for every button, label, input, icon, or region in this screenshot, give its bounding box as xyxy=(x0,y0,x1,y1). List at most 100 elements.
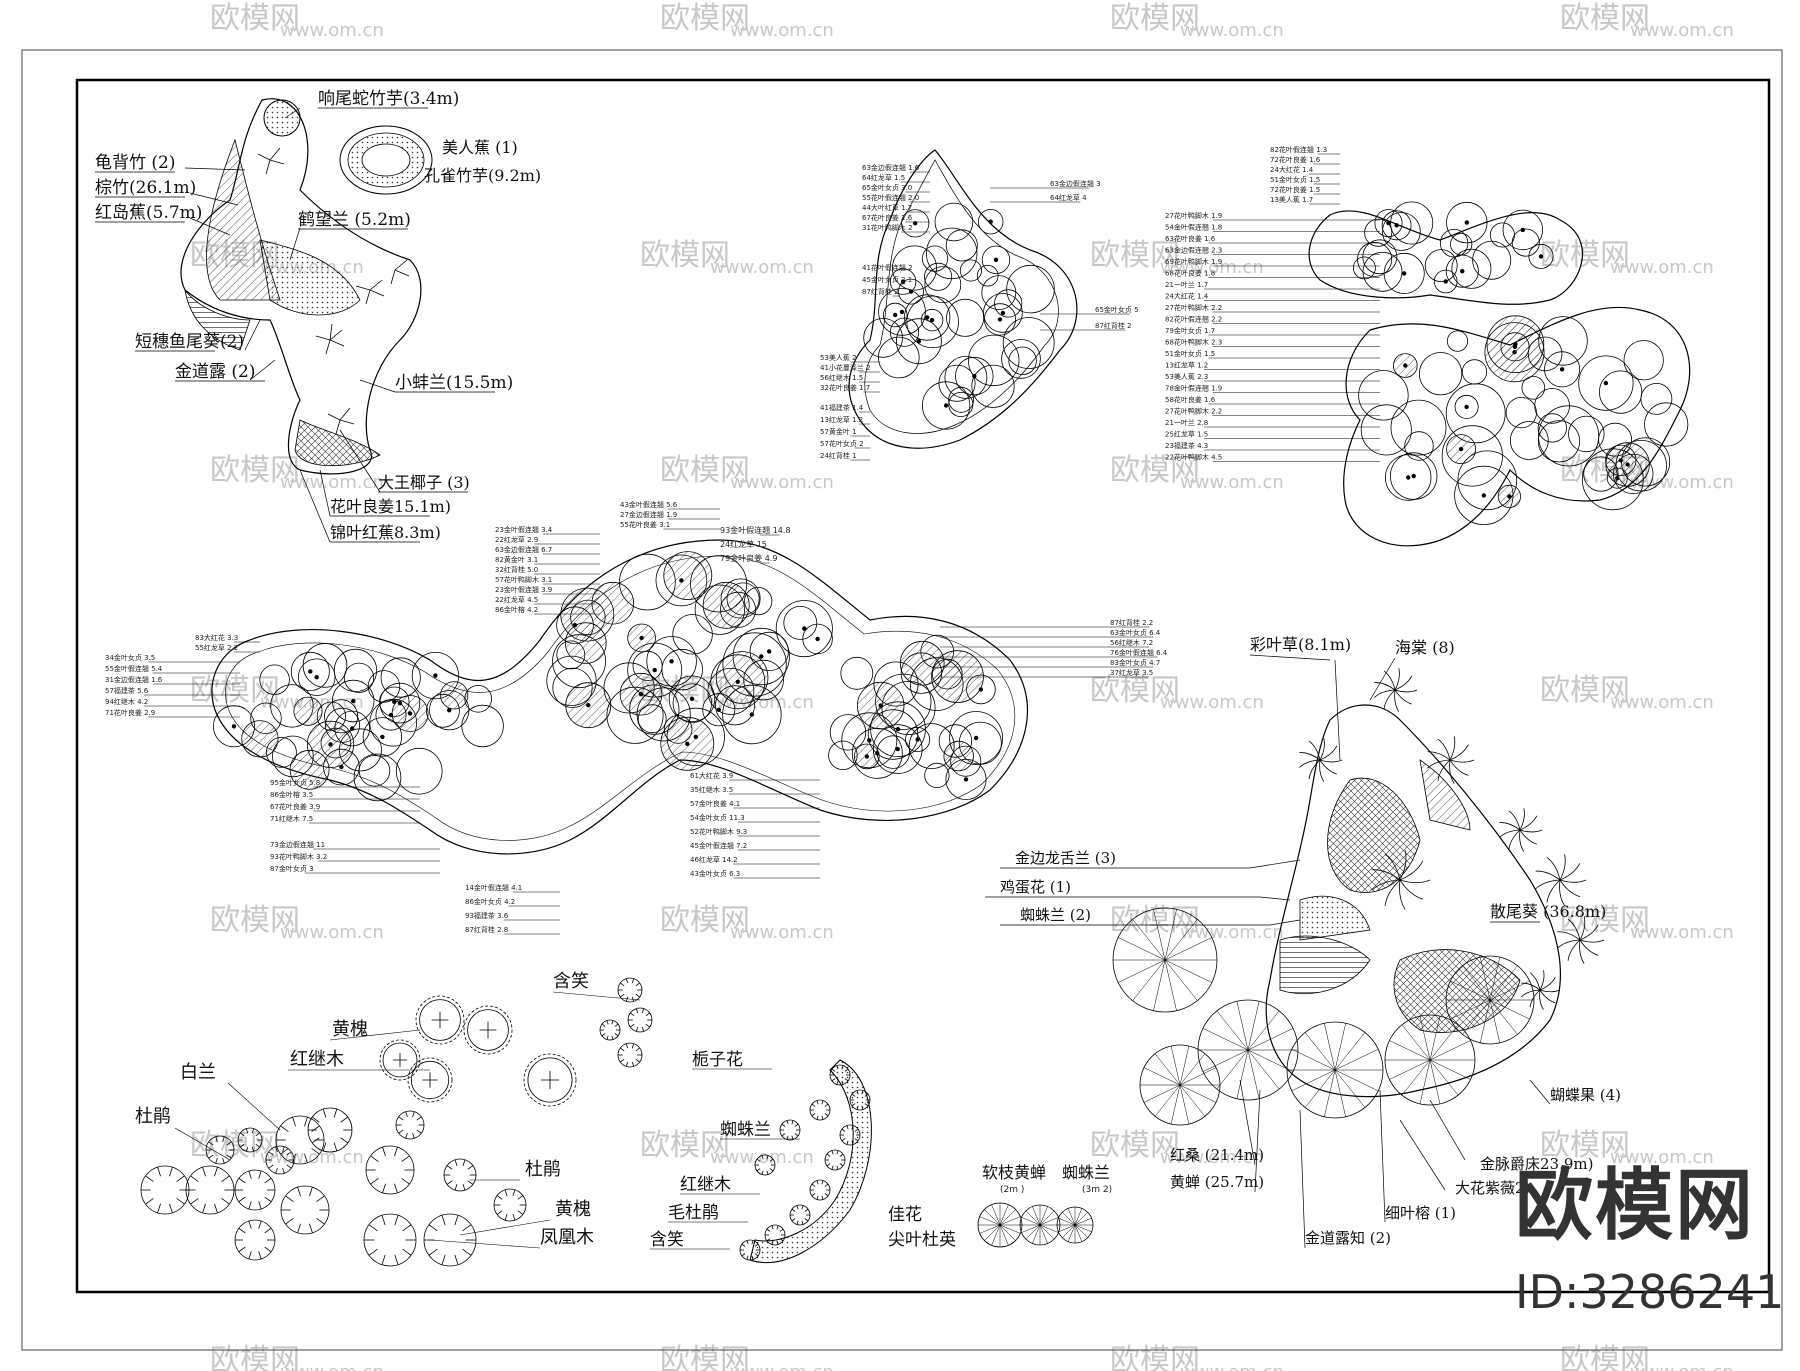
bottom-middle-label: 蜘蛛兰 xyxy=(720,1120,771,1140)
shrub-circle xyxy=(900,652,943,694)
shrub-circle xyxy=(896,318,942,365)
palm-frond xyxy=(1559,854,1566,881)
plant-code-label: 27花叶鸭脚木 2.2 xyxy=(1165,407,1222,416)
plant-code-label: 87红背桂 2.2 xyxy=(1110,618,1153,627)
palm-frond xyxy=(1319,745,1338,761)
plant-code-label: 41福建茶 1.4 xyxy=(820,403,864,412)
watermark-site: www.om.cn xyxy=(260,1147,364,1168)
shrub-circle xyxy=(1461,359,1488,385)
shrub-circle xyxy=(978,208,1004,235)
shrub-circle xyxy=(994,289,1023,318)
palm-frond xyxy=(1535,870,1561,881)
tree-canopy xyxy=(407,1057,453,1103)
shrub-circle xyxy=(876,735,910,769)
palm-frond xyxy=(1539,989,1561,993)
plant-code-label: 34金叶女贞 3.5 xyxy=(105,653,155,662)
shrub-circle xyxy=(863,318,903,358)
shrub-circle xyxy=(293,696,323,726)
plant-code-label: 63金边假连翘 6.7 xyxy=(495,545,552,554)
watermark-site: www.om.cn xyxy=(1180,922,1284,943)
plant-code-label: 78金叶假连翘 1.9 xyxy=(1165,384,1222,393)
shrub-circle xyxy=(906,295,959,349)
shrub-circle xyxy=(707,668,755,715)
plant-code-label: 55花叶良姜 3.1 xyxy=(620,520,670,529)
bottom-left-label: 凤凰木 xyxy=(540,1227,594,1248)
shrub-circle xyxy=(367,670,401,703)
plant-code-label: 67花叶良姜 1.6 xyxy=(862,213,913,222)
drawing-frame xyxy=(75,78,1771,1294)
shrub-circle xyxy=(380,657,421,698)
plant-code-label: 69花叶鸭脚木 1.9 xyxy=(1165,257,1222,266)
shrub-circle xyxy=(375,699,407,731)
bottom-middle-label: 栀子花 xyxy=(692,1050,743,1070)
watermark-site: www.om.cn xyxy=(730,472,834,493)
shrub-circle xyxy=(440,681,469,710)
trunk-dot xyxy=(1625,462,1630,467)
trunk-dot xyxy=(652,667,657,673)
watermark-site: www.om.cn xyxy=(280,472,384,493)
plant-code-label: 93花叶鸭脚木 3.2 xyxy=(270,852,327,861)
palm-frond xyxy=(1394,689,1412,705)
palm-frond xyxy=(1437,738,1451,761)
shrub-circle xyxy=(875,673,932,730)
shrub-circle xyxy=(1419,352,1463,396)
shrub-circle xyxy=(881,681,936,736)
palm-frond xyxy=(1567,939,1581,961)
plant-code-label: 67花叶良姜 3.9 xyxy=(270,802,320,811)
palm-frond xyxy=(1508,829,1521,850)
shrub-circle xyxy=(966,674,996,705)
shrub-circle xyxy=(606,686,664,744)
trunk-dot xyxy=(1000,310,1006,316)
palm-frond xyxy=(1399,879,1431,884)
palm-frond xyxy=(1567,918,1581,941)
palm-frond xyxy=(1371,879,1401,891)
shrub-circle xyxy=(1441,425,1503,487)
palm-frond xyxy=(1383,689,1396,710)
plant-code-label: 63金边假连翘 2.3 xyxy=(1165,246,1222,255)
trunk-dot xyxy=(925,315,930,320)
palm-frond xyxy=(1399,850,1407,881)
plant-code-label: 71红继木 7.5 xyxy=(270,814,313,823)
shrub-circle xyxy=(324,699,359,734)
shrub-circle xyxy=(1454,394,1479,419)
trunk-dot xyxy=(380,734,385,740)
shrub-circle xyxy=(1644,402,1689,447)
watermark-brand: 欧模网 xyxy=(1110,1343,1200,1371)
plan-1-label: 花叶良姜15.1m) xyxy=(330,497,451,516)
plan-1-labels: 响尾蛇竹芋(3.4m)龟背竹 (2)棕竹(26.1m)红岛蕉(5.7m)鹤望兰 … xyxy=(95,89,541,542)
leader-line xyxy=(174,1127,231,1161)
shrub-circle xyxy=(702,581,750,629)
plant-code-label: 94红继木 4.2 xyxy=(105,697,148,706)
shrub-circle xyxy=(1446,330,1469,352)
shrub-circle xyxy=(564,622,607,664)
palm-frond xyxy=(1546,857,1561,881)
plant-code-label: 52花叶鸭脚木 9.3 xyxy=(690,827,747,836)
palm-frond xyxy=(1546,879,1561,903)
trunk-dot xyxy=(916,339,922,344)
plan-2-shrub-circles xyxy=(863,202,1055,430)
trunk-dot xyxy=(638,692,644,697)
bottom-left-label: 杜鹃 xyxy=(135,1106,171,1127)
palm-frond xyxy=(1539,989,1544,1010)
palm-frond xyxy=(1539,989,1556,1004)
shrub-circle xyxy=(883,302,908,328)
shrub-circle xyxy=(323,748,360,786)
shrub-circle xyxy=(353,753,402,802)
leader-line xyxy=(329,1029,421,1041)
shrub-circle xyxy=(1578,355,1634,411)
shrub-circle xyxy=(298,658,336,696)
plan-4-label: 鸡蛋花 (1) xyxy=(1000,878,1071,896)
tree-canopy xyxy=(463,1005,513,1055)
shrub-circle xyxy=(945,229,978,262)
plant-code-label: 56红继木 1.5 xyxy=(820,373,863,382)
plan-4-label: 蜘蛛兰 (2) xyxy=(1020,906,1091,924)
plant-code-label: 73金边假连翘 11 xyxy=(270,840,325,849)
trunk-dot xyxy=(963,777,969,782)
shrub-circle xyxy=(851,727,903,779)
trunk-dot xyxy=(913,221,918,226)
watermark-site: www.om.cn xyxy=(730,1362,834,1371)
bottom-left-label: 杜鹃 xyxy=(525,1159,561,1180)
shrub-circle xyxy=(775,600,833,658)
shrub-circle xyxy=(333,648,378,693)
